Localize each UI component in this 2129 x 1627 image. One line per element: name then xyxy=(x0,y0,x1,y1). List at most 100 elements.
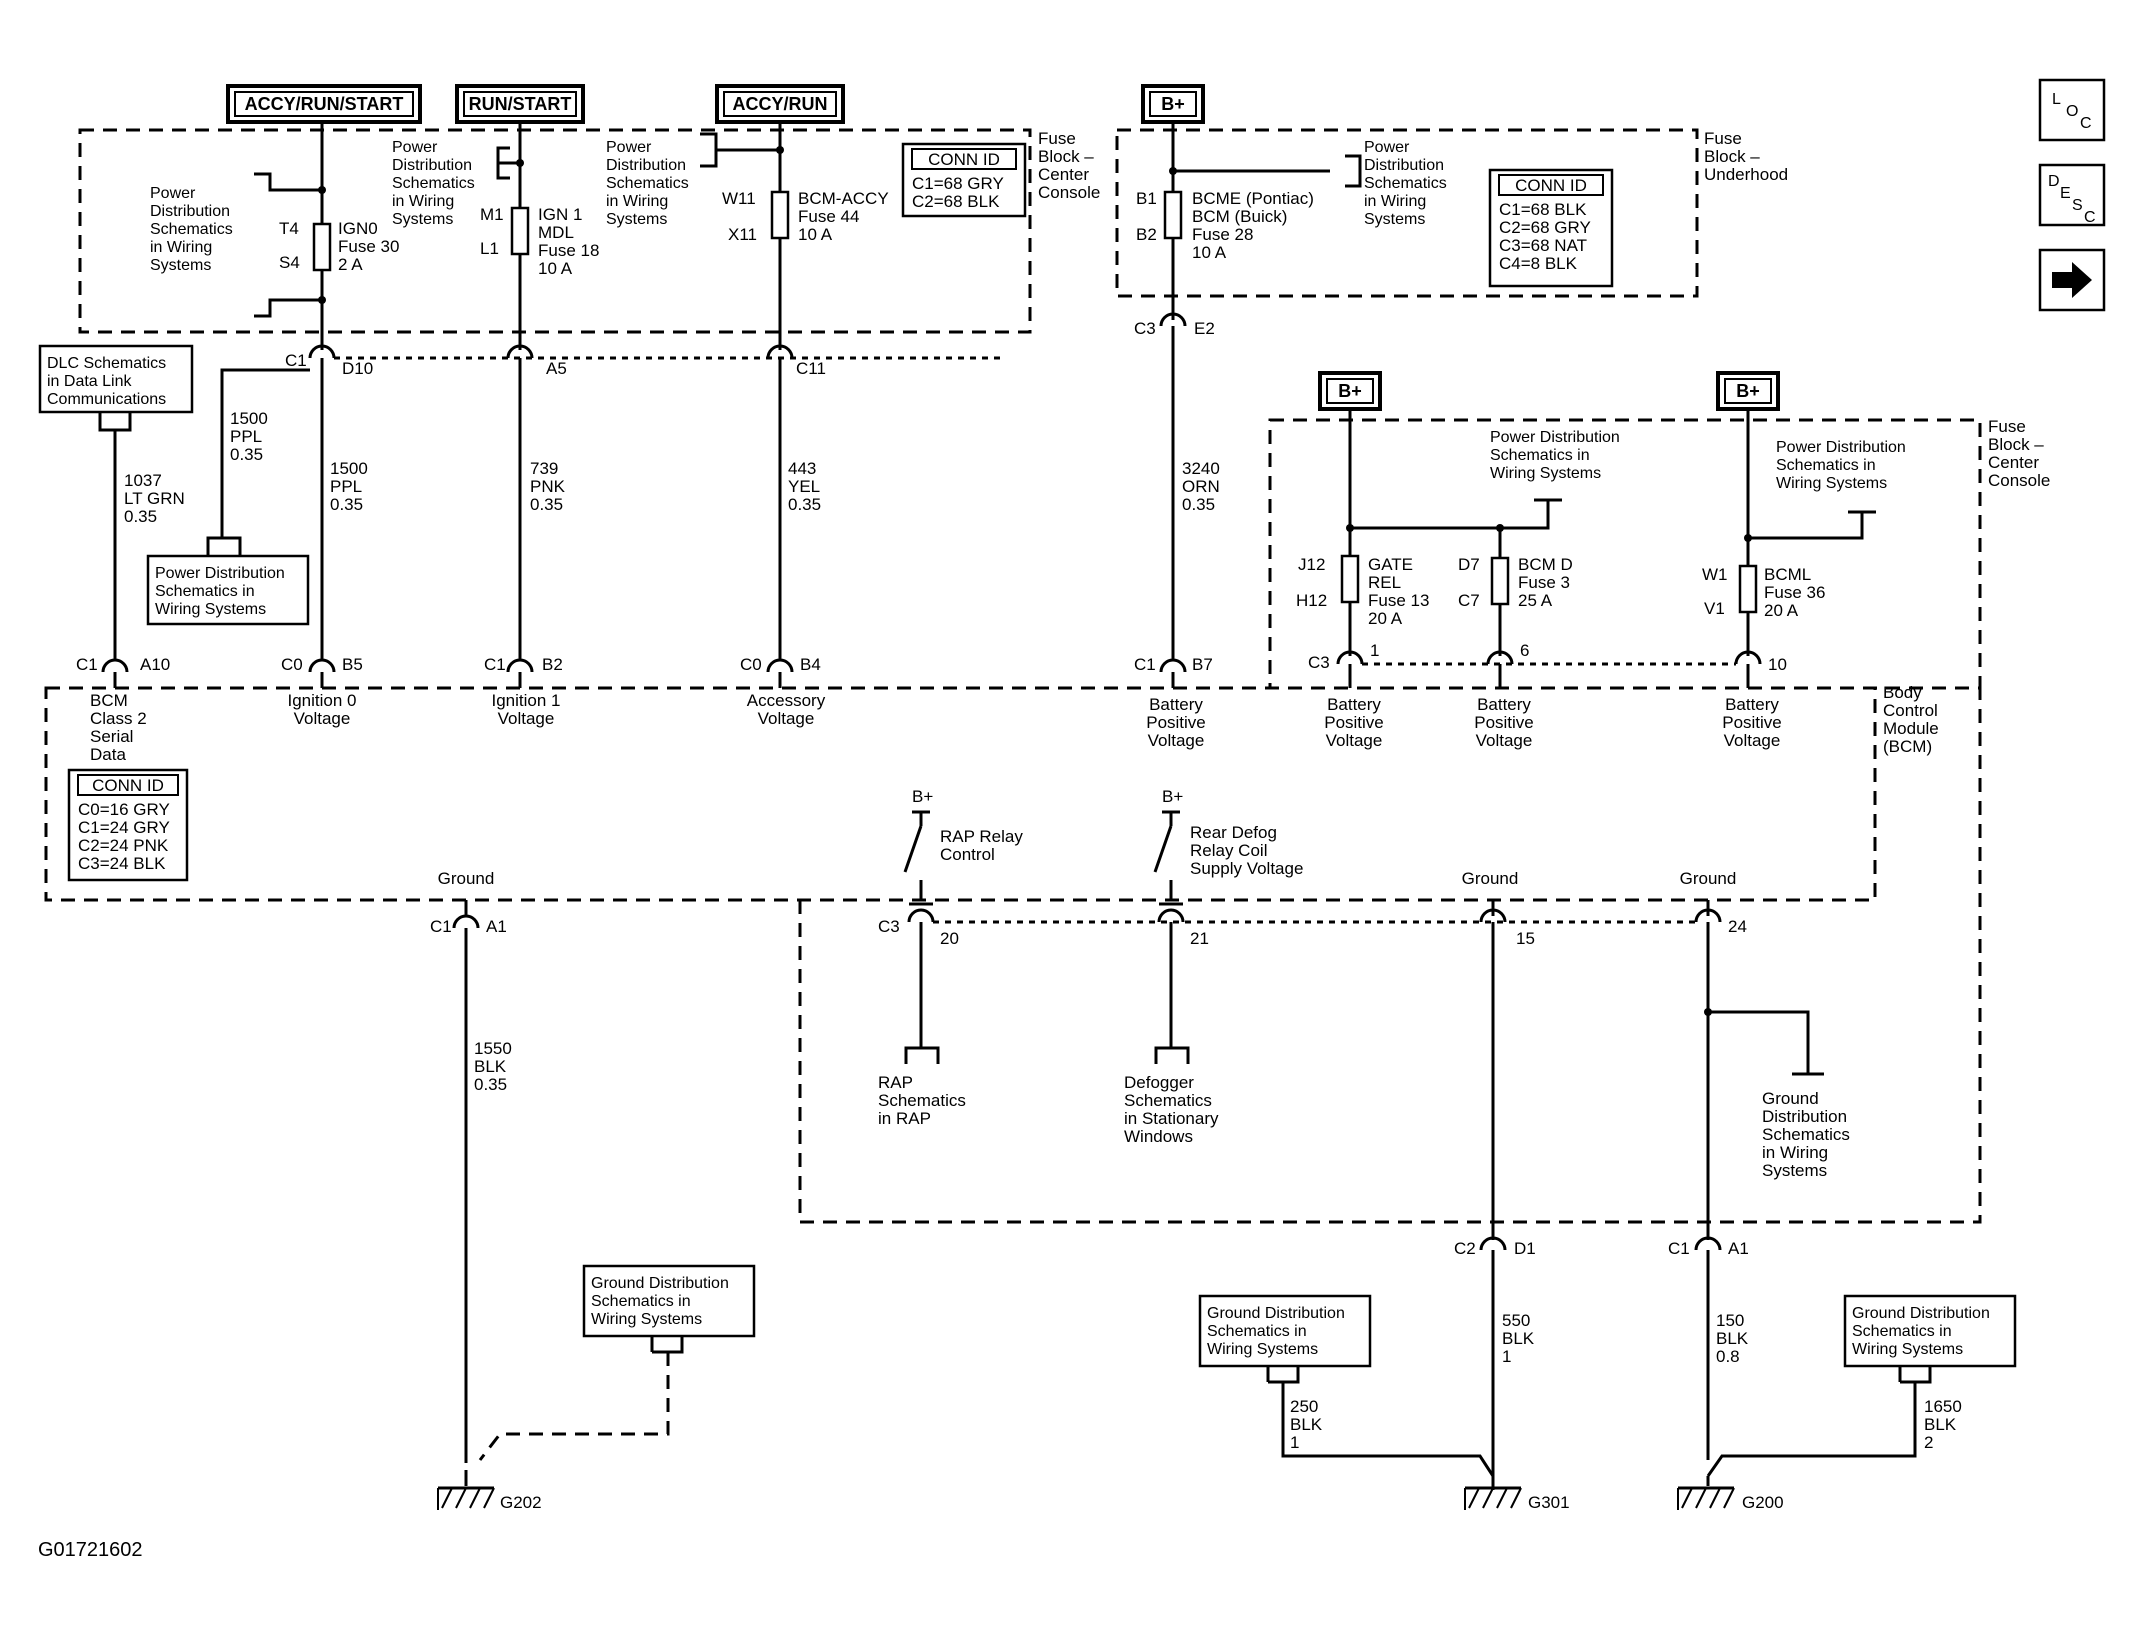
conn-id-row: C1=24 GRY xyxy=(78,818,170,837)
ref-line: in RAP xyxy=(878,1109,931,1128)
conn-id-title: CONN ID xyxy=(928,150,1000,169)
ref-ground-distribution-box-1[interactable]: Ground Distribution Schematics in Wiring… xyxy=(582,1264,756,1338)
wire-label: 0.35 xyxy=(530,495,563,514)
block-title-line: Center xyxy=(1988,453,2039,472)
ref-tab xyxy=(206,536,242,556)
fuse-name: IGN0 xyxy=(338,219,378,238)
fuse-rating: 10 A xyxy=(1192,243,1227,262)
source-accy-run-label: ACCY/RUN xyxy=(732,94,827,114)
block-title-line: Console xyxy=(1038,183,1100,202)
fuse-number: Fuse 28 xyxy=(1192,225,1253,244)
loc-letter-o: O xyxy=(2066,103,2078,120)
block-title-line: Block – xyxy=(1988,435,2044,454)
loc-button[interactable]: L O C xyxy=(2038,78,2106,142)
fuse-pin-label: H12 xyxy=(1296,591,1327,610)
ref-tab xyxy=(98,412,132,432)
conn-id-row: C3=68 NAT xyxy=(1499,236,1587,255)
source-b-plus-1: B+ xyxy=(1141,84,1205,124)
wire-label: LT GRN xyxy=(124,489,185,508)
ref-line: Power Distribution xyxy=(1776,439,1906,456)
wire-label-443: 443 YEL 0.35 xyxy=(788,459,821,514)
fuse-name: BCM (Buick) xyxy=(1192,207,1287,226)
source-run-start-label: RUN/START xyxy=(469,94,572,114)
wire-label-150: 150 BLK 0.8 xyxy=(1716,1311,1749,1366)
wire-label: BLK xyxy=(1924,1415,1957,1434)
fuse-rating: 2 A xyxy=(338,255,363,274)
ref-line: Systems xyxy=(1762,1161,1827,1180)
block-title-underhood: Fuse Block – Underhood xyxy=(1704,129,1788,184)
circuit-ignition-0: T4 S4 IGN0 Fuse 30 2 A xyxy=(254,122,399,350)
fuse-block-underhood-outline xyxy=(1115,128,1699,298)
block-title-line: Underhood xyxy=(1704,165,1788,184)
ref-line: Power xyxy=(150,185,196,202)
ref-line: Ground Distribution xyxy=(591,1275,729,1292)
ref-line: Schematics xyxy=(1124,1091,1212,1110)
ref-tab xyxy=(1500,498,1562,530)
fuse-pin-label: D7 xyxy=(1458,555,1480,574)
bcm-input-serial-data: BCM Class 2 Serial Data xyxy=(90,691,147,764)
connector-pin: B4 xyxy=(800,655,821,674)
ref-line: Schematics in xyxy=(1776,457,1876,474)
block-title-line: Module xyxy=(1883,719,1939,738)
fuse-pin-label: S4 xyxy=(279,253,300,272)
wire-250 xyxy=(1281,1382,1495,1477)
input-label: Data xyxy=(90,745,126,764)
conn-id-bcm: CONN ID C0=16 GRY C1=24 GRY C2=24 PNK C3… xyxy=(67,768,189,882)
desc-button[interactable]: D E S C xyxy=(2038,163,2106,227)
input-label: Voltage xyxy=(1326,731,1383,750)
ref-line: Ground xyxy=(1762,1089,1819,1108)
wire-label-3240: 3240 ORN 0.35 xyxy=(1182,459,1220,514)
wire-label-1037: 1037 LT GRN 0.35 xyxy=(124,471,185,526)
wire-label: PPL xyxy=(230,427,262,446)
input-label: Battery xyxy=(1149,695,1203,714)
block-title-line: Center xyxy=(1038,165,1089,184)
wire-label: 1 xyxy=(1290,1433,1299,1452)
ref-ground-distribution-box-3[interactable]: Ground Distribution Schematics in Wiring… xyxy=(1843,1294,2017,1368)
ref-line: Power xyxy=(392,139,438,156)
desc-letter-d: D xyxy=(2048,173,2060,190)
block-title-line: Fuse xyxy=(1038,129,1076,148)
ref-line: Systems xyxy=(392,211,453,228)
conn-id-center: CONN ID C1=68 GRY C2=68 BLK xyxy=(901,142,1027,218)
fuse-rating: 10 A xyxy=(538,259,573,278)
input-label: Battery xyxy=(1725,695,1779,714)
ref-line: in Wiring xyxy=(606,193,668,210)
ref-ground-distribution-box-2[interactable]: Ground Distribution Schematics in Wiring… xyxy=(1198,1294,1372,1368)
input-label: Positive xyxy=(1146,713,1206,732)
ground-label: Ground xyxy=(1680,869,1737,888)
ref-line: Power xyxy=(606,139,652,156)
next-page-button[interactable] xyxy=(2038,248,2106,312)
ref-power-distribution-6: Power Distribution Schematics in Wiring … xyxy=(1776,439,1906,492)
block-title-line: Block – xyxy=(1704,147,1760,166)
block-title-center-console-2: Fuse Block – Center Console xyxy=(1988,417,2050,490)
bcm-input-accessory: Accessory Voltage xyxy=(747,691,826,728)
bcm-output-connectors: C1 A1 C3 20 21 15 24 xyxy=(430,900,1747,948)
ground-id: G301 xyxy=(1528,1493,1570,1512)
connector-label: C0 xyxy=(740,655,762,674)
input-label: BCM xyxy=(90,691,128,710)
connector-c11 xyxy=(766,344,794,359)
fuse-number: Fuse 18 xyxy=(538,241,599,260)
input-label: Voltage xyxy=(498,709,555,728)
ref-power-distribution-box[interactable]: Power Distribution Schematics in Wiring … xyxy=(146,554,310,626)
connector-label: C2 xyxy=(1454,1239,1476,1258)
block-title-bcm: Body Control Module (BCM) xyxy=(1883,683,1939,756)
fuse-pin-label: T4 xyxy=(279,219,299,238)
input-label: Serial xyxy=(90,727,133,746)
ref-dlc-box[interactable]: DLC Schematics in Data Link Communicatio… xyxy=(38,344,194,414)
input-label: Voltage xyxy=(294,709,351,728)
ref-line: Wiring Systems xyxy=(155,601,266,618)
fuse-pin-label: W1 xyxy=(1702,565,1728,584)
ground-label: Ground xyxy=(438,869,495,888)
fuse-pin-label: J12 xyxy=(1298,555,1325,574)
ref-line: Wiring Systems xyxy=(591,1311,702,1328)
ref-line: Distribution xyxy=(150,203,230,220)
ref-line: in Data Link xyxy=(47,373,132,390)
ref-tab xyxy=(1154,1046,1190,1064)
ref-line: Distribution xyxy=(1364,157,1444,174)
ground-id: G202 xyxy=(500,1493,542,1512)
block-title-line: Block – xyxy=(1038,147,1094,166)
wire-label: 1550 xyxy=(474,1039,512,1058)
source-b-plus-3: B+ xyxy=(1716,371,1780,411)
b-plus-label: B+ xyxy=(912,787,933,806)
